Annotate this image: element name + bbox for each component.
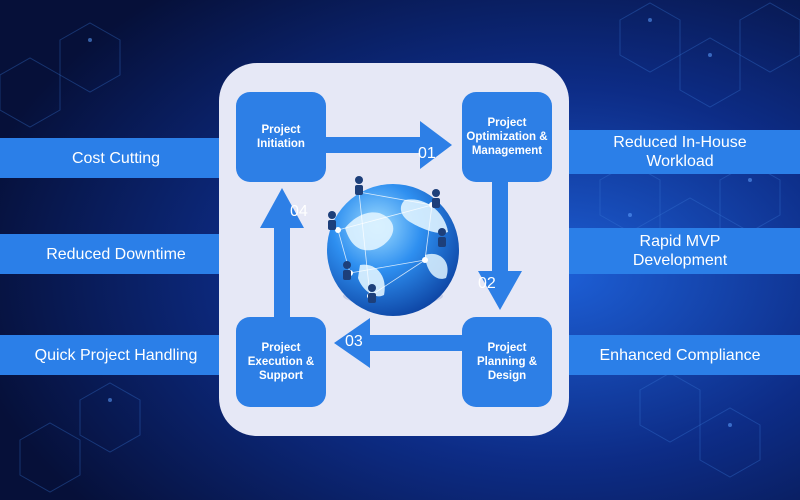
step-label: Project Execution & Support bbox=[247, 342, 315, 382]
step-box-initiation: Project Initiation bbox=[236, 92, 326, 182]
arrow-right bbox=[326, 121, 452, 169]
step-label: Project Planning & Design bbox=[476, 342, 538, 382]
arrow-number: 02 bbox=[478, 275, 496, 292]
person-icon bbox=[328, 176, 446, 303]
arrow-up bbox=[260, 188, 304, 318]
arrow-number: 04 bbox=[290, 203, 308, 220]
benefit-label: Rapid MVP Development bbox=[632, 233, 728, 269]
step-box-planning: Project Planning & Design bbox=[462, 317, 552, 407]
benefit-label: Reduced In-House Workload bbox=[613, 134, 747, 170]
arrow-left bbox=[334, 318, 462, 368]
step-box-execution: Project Execution & Support bbox=[236, 317, 326, 407]
benefit-label: Quick Project Handling bbox=[34, 346, 198, 364]
benefit-label: Reduced Downtime bbox=[46, 245, 186, 263]
arrow-number: 03 bbox=[345, 333, 363, 350]
arrow-down bbox=[478, 180, 522, 310]
benefit-band-left: Reduced Downtime bbox=[0, 234, 232, 274]
benefit-label: Enhanced Compliance bbox=[599, 346, 761, 364]
benefit-band-left: Cost Cutting bbox=[0, 138, 232, 178]
benefit-label: Cost Cutting bbox=[71, 149, 161, 167]
arrow-number: 01 bbox=[418, 145, 436, 162]
step-label: Project Optimization & Management bbox=[466, 117, 548, 157]
globe-icon bbox=[327, 184, 459, 316]
benefit-band-right: Reduced In-House Workload bbox=[560, 130, 800, 174]
step-box-optimization: Project Optimization & Management bbox=[462, 92, 552, 182]
benefit-band-right: Rapid MVP Development bbox=[560, 228, 800, 274]
benefit-band-right: Enhanced Compliance bbox=[560, 335, 800, 375]
step-label: Project Initiation bbox=[257, 124, 305, 150]
benefit-band-left: Quick Project Handling bbox=[0, 335, 232, 375]
